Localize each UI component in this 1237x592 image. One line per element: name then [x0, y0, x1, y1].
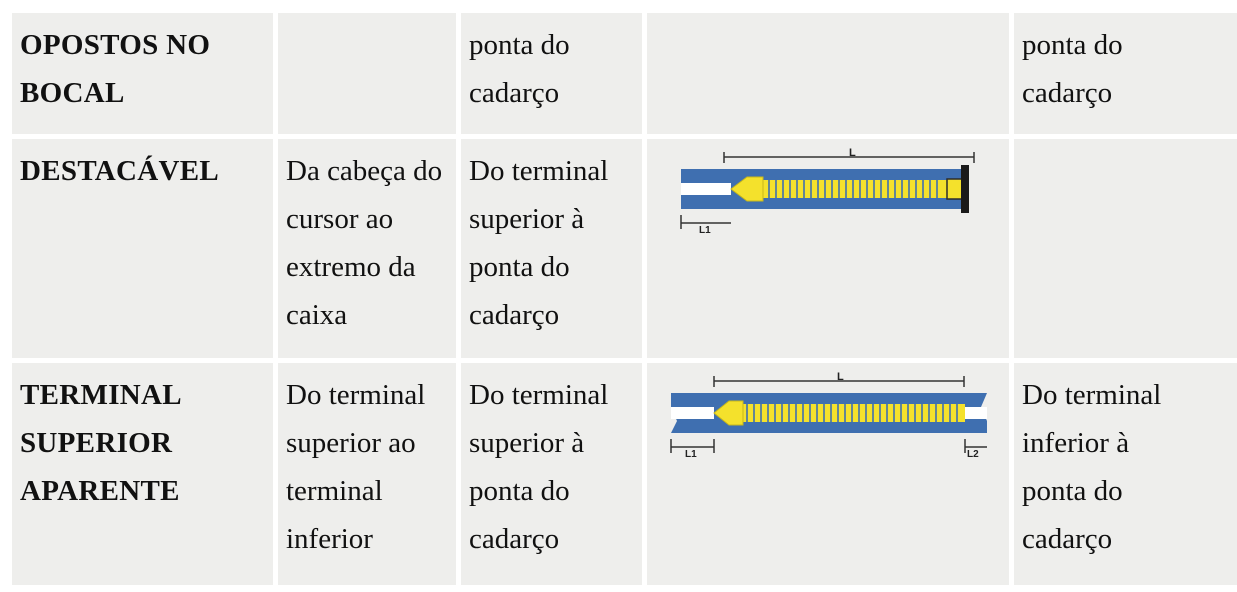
zipper-measurement-table: OPOSTOS NO BOCAL ponta do cadarço ponta … — [7, 8, 1237, 590]
measure-to-cell: Do terminal superior à ponta do cadarço — [461, 139, 642, 358]
top-stop-end — [961, 165, 969, 214]
measure-extra-cell — [1014, 139, 1237, 358]
measure-from-cell: Do terminal superior ao terminal inferio… — [278, 362, 456, 585]
zipper-diagram-separating-icon: L — [680, 147, 975, 236]
measure-to-cell: ponta do cadarço — [461, 13, 642, 135]
label-l1: L1 — [699, 225, 711, 236]
zipper-type-cell: TERMINAL SUPERIOR APARENTE — [12, 362, 273, 585]
teeth-stripes — [768, 180, 938, 199]
slider — [730, 176, 764, 202]
measure-to-cell: Do terminal superior à ponta do cadarço — [461, 362, 642, 585]
label-l2: L2 — [967, 449, 979, 460]
table-row: DESTACÁVEL Da cabeça do cursor ao extrem… — [12, 139, 1237, 358]
zipper-type-cell: DESTACÁVEL — [12, 139, 273, 358]
retainer-box — [946, 178, 964, 201]
diagram-cell — [647, 13, 1009, 135]
zipper-diagram-visible-top-stop-icon: L — [670, 371, 987, 460]
teeth-stripes — [746, 403, 958, 422]
measure-from-cell — [278, 13, 456, 135]
table-row: TERMINAL SUPERIOR APARENTE Do terminal s… — [12, 362, 1237, 585]
diagram-cell: L — [647, 139, 1009, 358]
label-l: L — [837, 371, 844, 383]
measure-extra-cell: ponta do cadarço — [1014, 13, 1237, 135]
diagram-cell: L — [647, 362, 1009, 585]
table-row: OPOSTOS NO BOCAL ponta do cadarço ponta … — [12, 13, 1237, 135]
label-l1: L1 — [685, 449, 697, 460]
measure-extra-cell: Do terminal inferior à ponta do cadarço — [1014, 362, 1237, 585]
zipper-type-cell: OPOSTOS NO BOCAL — [12, 13, 273, 135]
slider — [713, 400, 744, 426]
label-l: L — [849, 147, 856, 159]
measure-from-cell: Da cabeça do cursor ao extremo da caixa — [278, 139, 456, 358]
